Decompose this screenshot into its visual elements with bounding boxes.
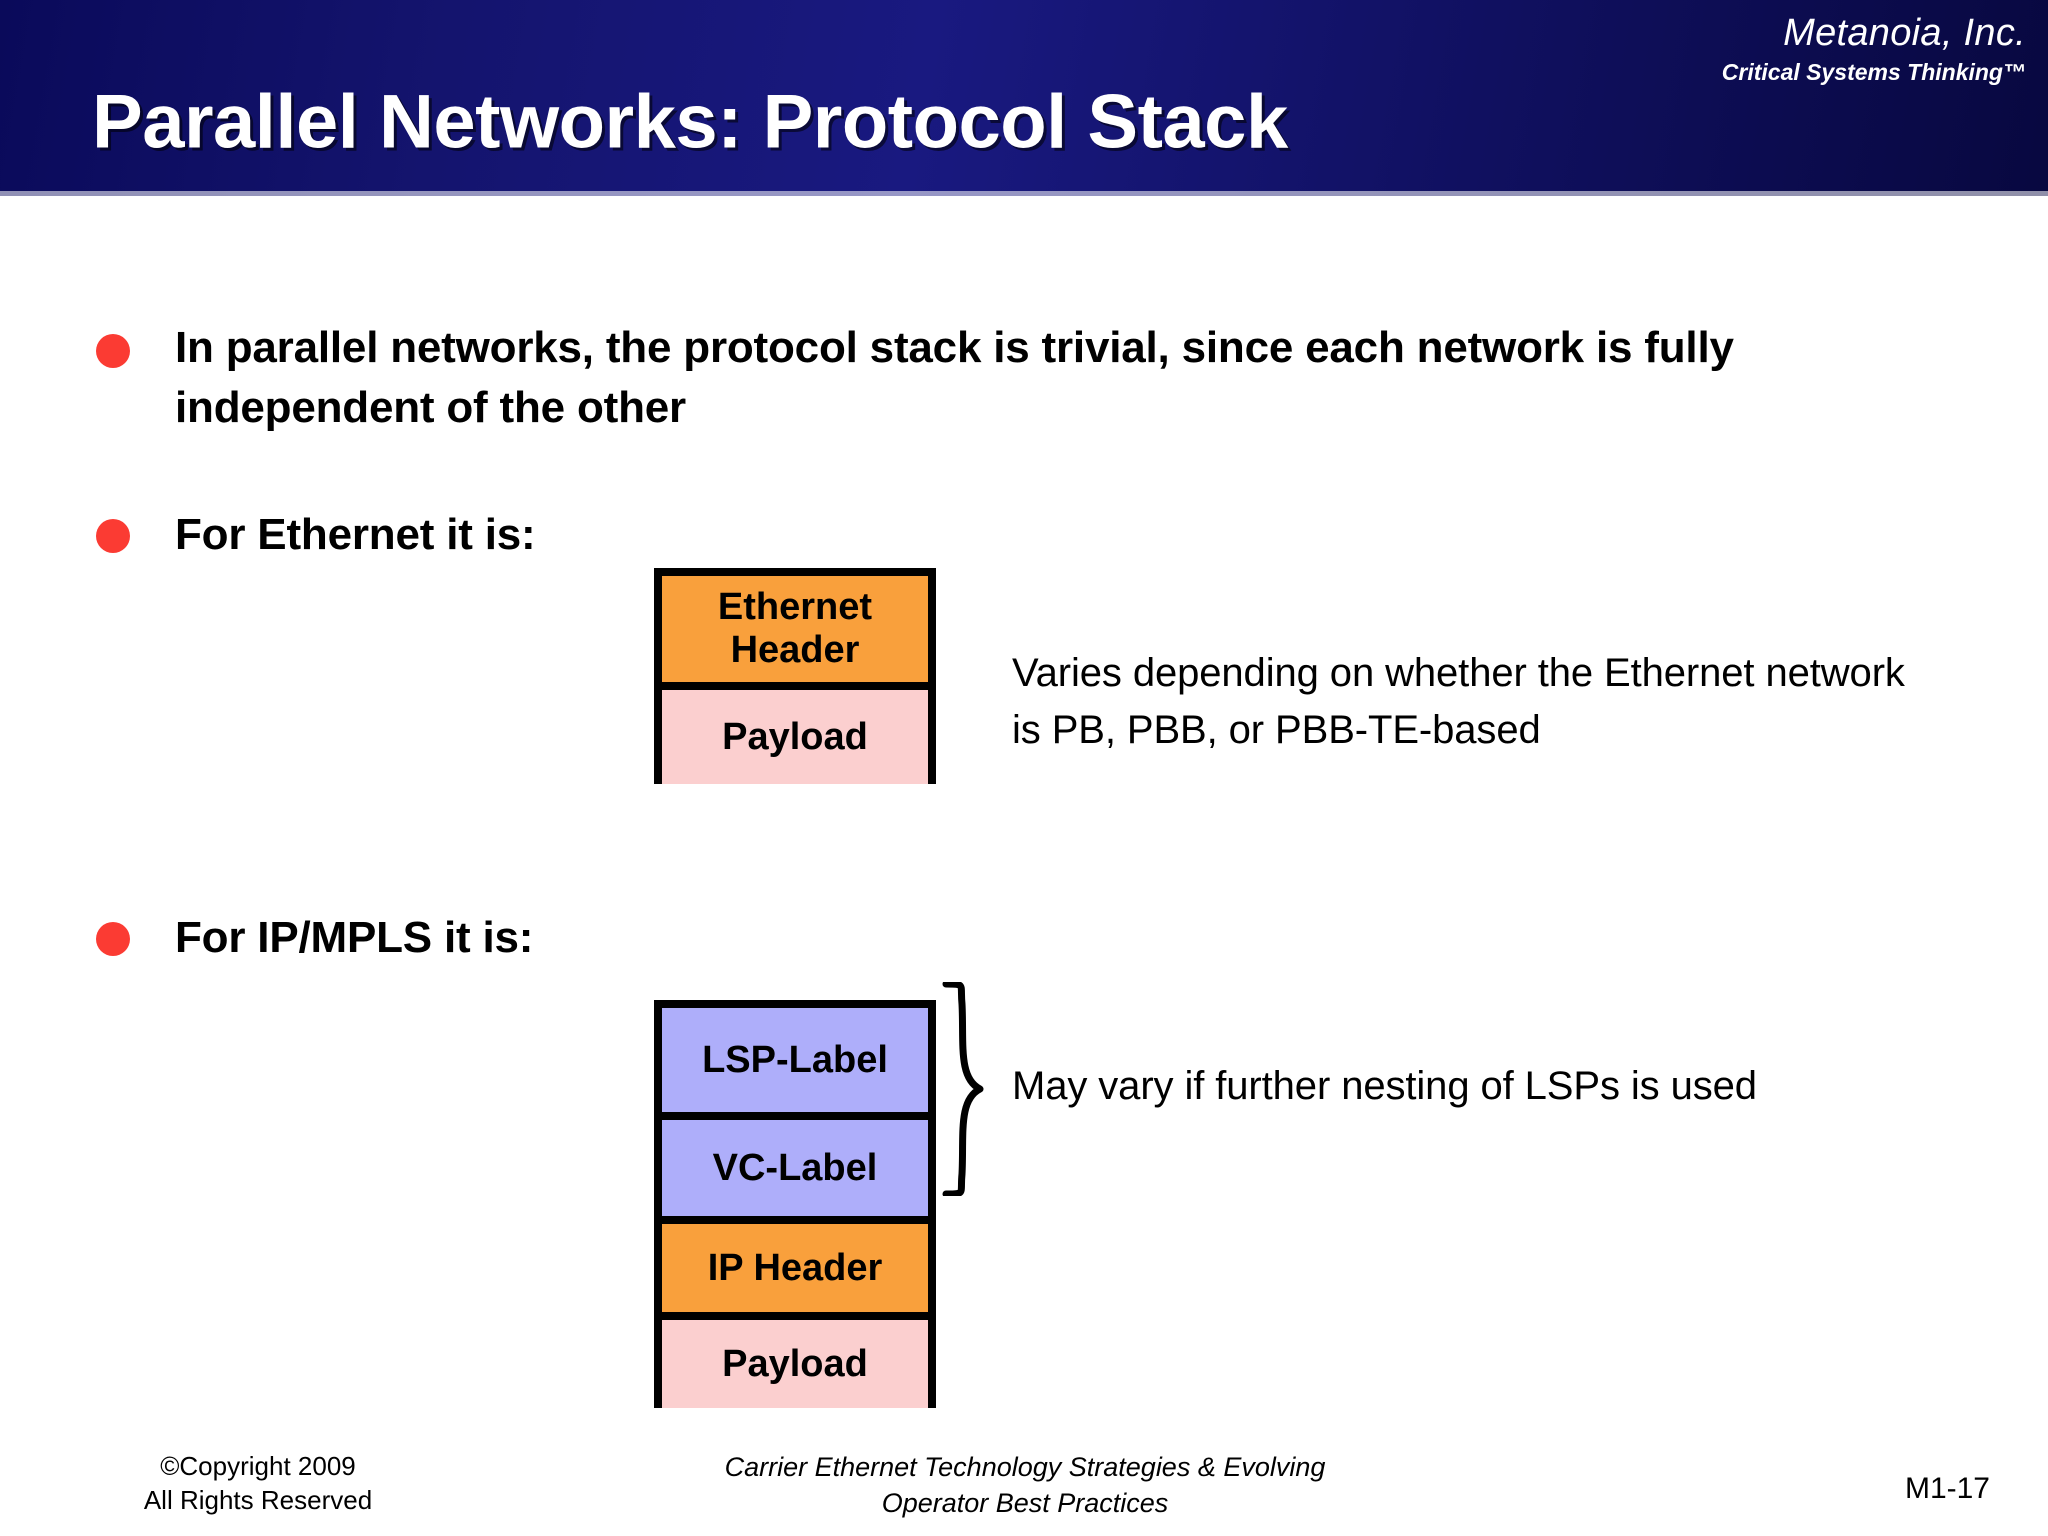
stack-row: Payload: [662, 682, 928, 784]
ethernet-protocol-stack: Ethernet Header Payload: [654, 568, 936, 784]
stack-row: LSP-Label: [662, 1008, 928, 1112]
bullet-text: In parallel networks, the protocol stack…: [175, 323, 1734, 432]
footer-course-title: Carrier Ethernet Technology Strategies &…: [700, 1450, 1350, 1521]
footer-course-line2: Operator Best Practices: [881, 1487, 1169, 1518]
bullet-dot-icon: [96, 922, 130, 956]
bullet-dot-icon: [96, 334, 130, 368]
bullet-item-intro: In parallel networks, the protocol stack…: [96, 318, 1896, 438]
brand-block: Metanoia, Inc. Critical Systems Thinking…: [1721, 12, 2026, 85]
page-title: Parallel Networks: Protocol Stack: [92, 79, 1288, 165]
bullet-text: For IP/MPLS it is:: [175, 913, 534, 962]
mpls-stack-note: May vary if further nesting of LSPs is u…: [1012, 1064, 1757, 1108]
ethernet-stack-note: Varies depending on whether the Ethernet…: [1012, 651, 1905, 752]
stack-row: Ethernet Header: [662, 576, 928, 682]
brand-tagline: Critical Systems Thinking™: [1721, 58, 2026, 85]
footer-copyright-line2: All Rights Reserved: [143, 1484, 373, 1515]
footer-course-line1: Carrier Ethernet Technology Strategies &…: [724, 1452, 1326, 1482]
stack-row: VC-Label: [662, 1112, 928, 1216]
footer-copyright: ©Copyright 2009 All Rights Reserved: [68, 1450, 448, 1518]
stack-row: Payload: [662, 1312, 928, 1408]
bullet-text: For Ethernet it is:: [175, 510, 536, 559]
slide-header-band: Metanoia, Inc. Critical Systems Thinking…: [0, 0, 2048, 196]
stack-row: IP Header: [662, 1216, 928, 1312]
brand-name: Metanoia, Inc.: [1783, 12, 2026, 54]
mpls-protocol-stack: LSP-Label VC-Label IP Header Payload: [654, 1000, 936, 1408]
bullet-dot-icon: [96, 519, 130, 553]
footer-page-number: M1-17: [1904, 1472, 1990, 1505]
bullet-item-ipmpls: For IP/MPLS it is:: [96, 908, 533, 968]
curly-brace-icon: [942, 982, 984, 1196]
bullet-item-ethernet: For Ethernet it is:: [96, 505, 536, 565]
footer-copyright-line1: ©Copyright 2009: [160, 1451, 356, 1481]
